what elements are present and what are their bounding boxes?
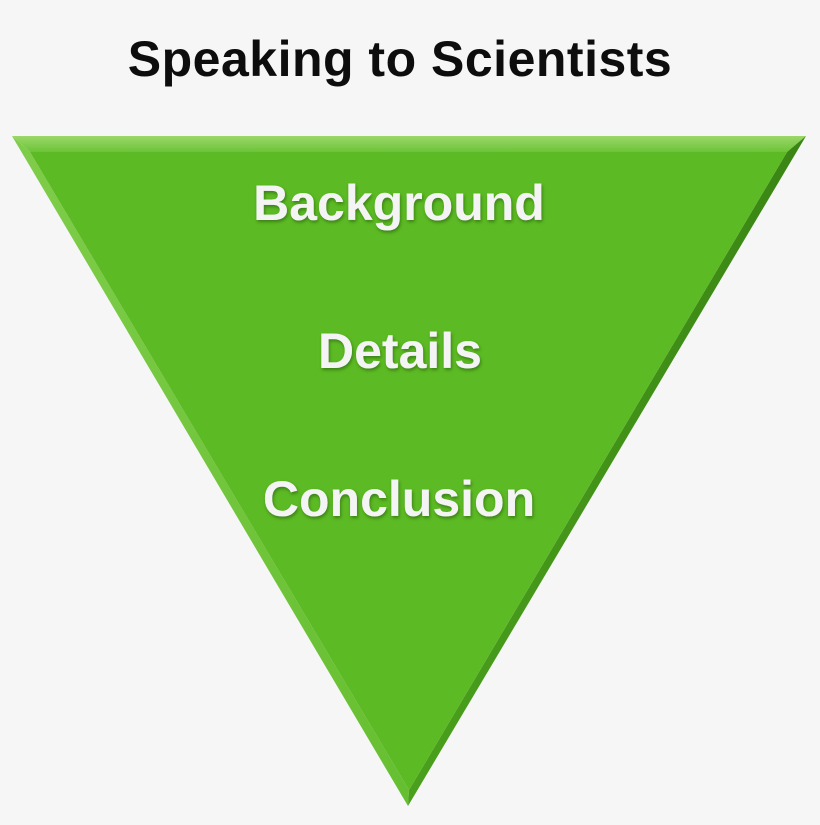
tier-label-conclusion: Conclusion — [263, 471, 535, 527]
triangle-face — [30, 152, 787, 790]
tier-label-background: Background — [253, 175, 545, 231]
triangle-right-bevel — [408, 136, 806, 806]
tier-label-details: Details — [318, 323, 482, 379]
triangle-left-bevel — [12, 136, 409, 806]
diagram-title: Speaking to Scientists — [127, 31, 673, 87]
triangle-top-bevel — [12, 136, 806, 152]
